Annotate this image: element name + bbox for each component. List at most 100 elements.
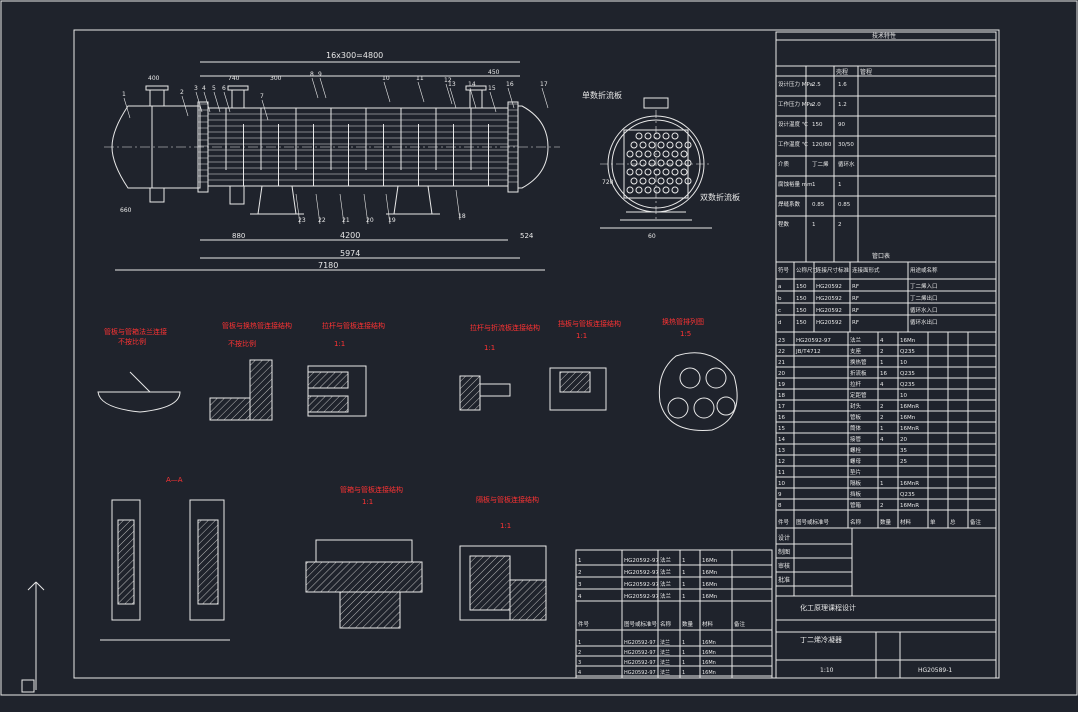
bottom-parts-cell: 16Mn: [702, 660, 716, 666]
tube-hole: [653, 186, 661, 194]
detail-5-title: 挡板与管板连接结构: [558, 319, 621, 328]
nozzle-cell: 150: [796, 308, 807, 314]
tube-hole: [630, 141, 638, 149]
tech-shell-value: 1: [812, 222, 816, 228]
parts-cell: 筒体: [850, 424, 862, 432]
part-balloon: 13: [448, 81, 456, 88]
parts-cell: 11: [778, 470, 785, 476]
bottom-parts-cell: 1: [682, 570, 686, 576]
part-balloon: 5: [212, 85, 216, 92]
bottom-parts-cell: 16Mn: [702, 582, 718, 588]
part-balloon: 9: [318, 71, 322, 78]
bottom-parts-table: [575, 549, 773, 679]
parts-cell: 16MnR: [900, 481, 919, 487]
part-balloon: 6: [222, 85, 226, 92]
balloon-leader: [363, 193, 369, 225]
bottom-parts-cell: HG20592-97: [624, 640, 656, 646]
parts-cell: 1: [880, 360, 884, 366]
nozzle-cell: RF: [852, 320, 859, 326]
balloon-leader: [339, 193, 345, 225]
nozzle-cell: 丁二烯入口: [910, 282, 938, 290]
tube-hole: [666, 159, 674, 167]
parts-cell: 1: [880, 481, 884, 487]
nozzle-header-cell: 公称尺寸: [796, 266, 819, 274]
dim-300: 300: [270, 75, 282, 82]
tb-org: 化工原理课程设计: [800, 603, 856, 612]
part-balloon: 23: [298, 217, 306, 224]
parts-cell: Q235: [900, 492, 915, 498]
tech-tube-value: 30/50: [838, 142, 854, 148]
parts-cell: 20: [900, 437, 907, 443]
parts-cell: 1: [880, 426, 884, 432]
tube-hole: [657, 159, 665, 167]
tube-hole: [644, 132, 652, 140]
balloon-leader: [181, 95, 189, 117]
tb-drawing-no: HG20589-1: [918, 667, 952, 674]
tube-hole: [648, 177, 656, 185]
bottom-parts-cell: HG20592-97: [624, 660, 656, 666]
tech-header-cell: 管程: [860, 68, 872, 76]
parts-cell: Q235: [900, 371, 915, 377]
bottom-parts-cell: 1: [682, 650, 685, 656]
bottom-parts-cell: 16Mn: [702, 650, 716, 656]
parts-cell: 垫片: [850, 468, 861, 476]
nozzle-cell: 循环水入口: [910, 306, 938, 314]
tube-hole: [644, 150, 652, 158]
parts-list-table: [775, 331, 997, 529]
parts-cell: 接管: [850, 435, 862, 443]
detail-3-scale: 1:1: [334, 340, 345, 348]
parts-cell: 9: [778, 492, 782, 498]
right-head: [517, 105, 549, 189]
parts-cell: 18: [778, 393, 785, 399]
parts-cell: JB/T4712: [795, 349, 821, 355]
parts-cell: 14: [778, 437, 785, 443]
bottom-parts-cell: HG20592-97: [624, 670, 656, 676]
parts-cell: 2: [880, 349, 884, 355]
detail-8-scale: 1:1: [500, 522, 511, 530]
tube-hole: [684, 141, 692, 149]
parts-cell: 13: [778, 448, 785, 454]
tech-characteristics-table: [775, 31, 997, 263]
parts-cell: 2: [880, 404, 884, 410]
dim-720: 720: [602, 179, 614, 186]
nozzle-top-2: [469, 89, 483, 109]
part-balloon: 17: [540, 81, 548, 88]
nozzle-cell: d: [778, 320, 782, 326]
tube-hole: [680, 150, 688, 158]
balloon-leader: [203, 91, 211, 113]
tube-hole: [657, 141, 665, 149]
tech-shell-value: 2.0: [812, 102, 821, 108]
nozzle-header-cell: 符号: [778, 266, 790, 274]
parts-cell: 螺母: [850, 457, 862, 465]
nozzle-cell: HG20592: [816, 296, 842, 302]
part-balloon: 7: [260, 93, 264, 100]
part-balloon: 3: [194, 85, 198, 92]
balloon-leader: [223, 91, 231, 113]
parts-cell: 法兰: [850, 336, 862, 344]
part-balloon: 10: [382, 75, 390, 82]
tech-row-label: 程数: [778, 220, 790, 228]
balloon-leader: [319, 77, 327, 99]
nozzle-cell: HG20592: [816, 284, 842, 290]
bottom-parts-cell: HG20592-97: [624, 594, 659, 600]
tube-hole: [675, 159, 683, 167]
tube-hole: [662, 186, 670, 194]
tech-shell-value: 0.85: [812, 202, 825, 208]
saddle-supports: [250, 185, 440, 215]
part-balloon: 15: [488, 85, 496, 92]
baffle-cut: [623, 129, 689, 199]
tech-row-label: 设计温度 ℃: [778, 120, 808, 128]
tube-hole: [662, 150, 670, 158]
tech-row-label: 工作温度 ℃: [778, 140, 808, 148]
nozzle-top-left: [149, 89, 165, 107]
part-balloon: 19: [388, 217, 396, 224]
tube-hole: [630, 159, 638, 167]
tube-hole: [635, 168, 643, 176]
nozzle-cell: RF: [852, 308, 859, 314]
part-balloon: 12: [444, 77, 452, 84]
tube-hole: [626, 150, 634, 158]
parts-header-cell: 备注: [970, 518, 982, 526]
parts-cell: 16MnR: [900, 426, 919, 432]
